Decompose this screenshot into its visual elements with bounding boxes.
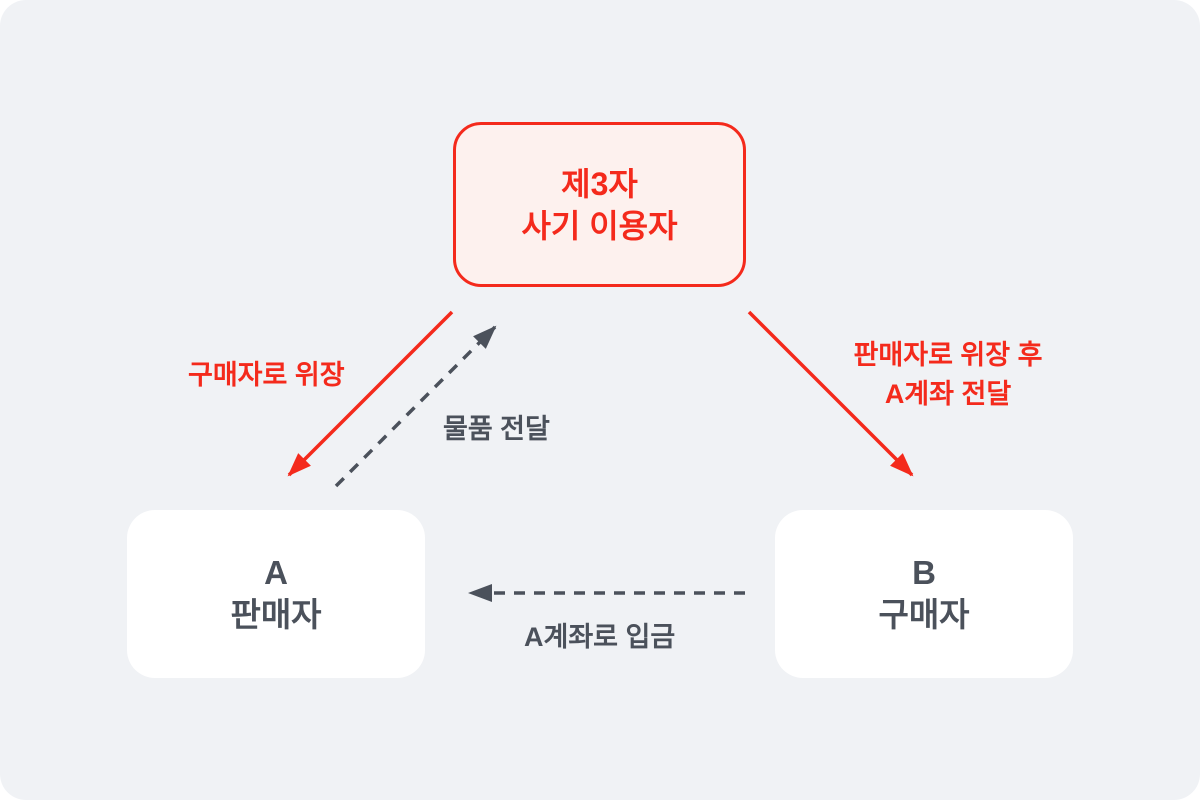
label-disguise-as-seller-line2: A계좌 전달 — [884, 379, 1012, 409]
label-disguise-as-seller-line1: 판매자로 위장 후 — [853, 340, 1043, 370]
label-disguise-as-buyer: 구매자로 위장 — [188, 360, 345, 390]
seller-box-line1: A — [264, 554, 288, 591]
fraudster-box-line2: 사기 이용자 — [521, 207, 678, 244]
label-deposit-to-account: A계좌로 입금 — [524, 622, 676, 652]
buyer-box-line1: B — [912, 554, 936, 591]
arrow-seller-to-fraudster-dashed — [334, 325, 497, 488]
buyer-box-line2: 구매자 — [878, 596, 970, 633]
fraudster-box: 제3자 사기 이용자 — [453, 122, 746, 287]
buyer-box: B 구매자 — [775, 510, 1073, 678]
label-disguise-as-seller: 판매자로 위장 후 A계좌 전달 — [838, 336, 1058, 414]
label-item-delivery: 물품 전달 — [443, 414, 550, 444]
fraudster-box-line1: 제3자 — [561, 165, 638, 202]
seller-box: A 판매자 — [127, 510, 425, 678]
seller-box-line2: 판매자 — [230, 596, 322, 633]
